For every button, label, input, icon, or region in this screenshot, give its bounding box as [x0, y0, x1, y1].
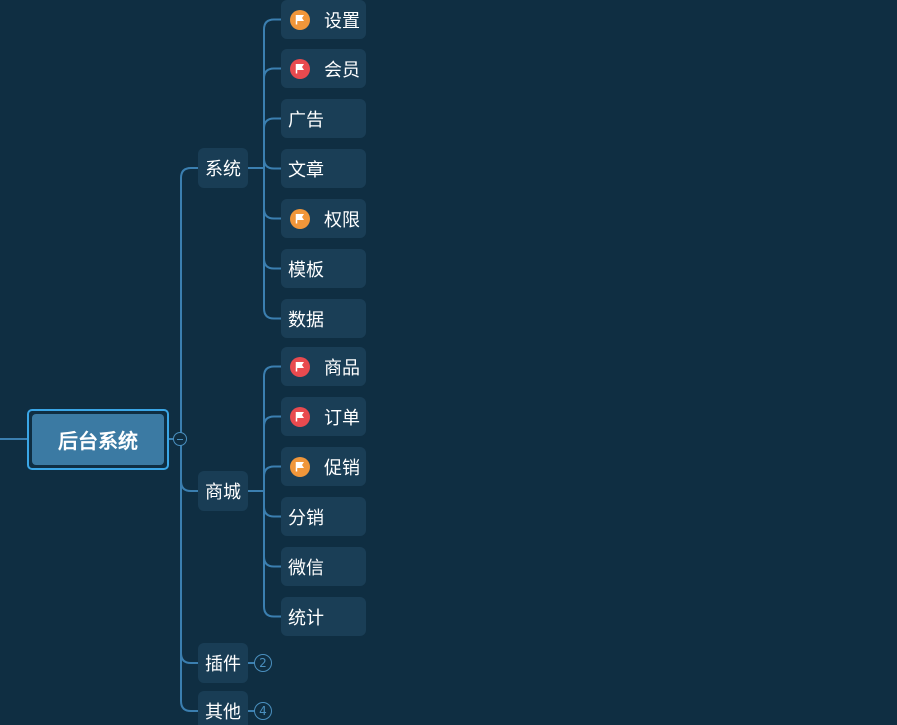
leaf-mall-0[interactable]: 商品 [281, 347, 366, 386]
branch-other[interactable]: 其他 [198, 691, 248, 725]
leaf-label: 模板 [288, 259, 324, 281]
leaf-system-2[interactable]: 广告 [281, 99, 366, 138]
branch-plugins[interactable]: 插件 [198, 643, 248, 683]
leaf-label: 分销 [288, 507, 324, 529]
leaf-label: 设置 [324, 10, 360, 32]
leaf-system-0[interactable]: 设置 [281, 0, 366, 39]
leaf-system-3[interactable]: 文章 [281, 149, 366, 188]
root-topic-label: 后台系统 [32, 414, 164, 465]
red-flag-icon [290, 58, 310, 79]
orange-flag-icon [290, 456, 310, 477]
leaf-label: 文章 [288, 159, 324, 181]
leaf-mall-2[interactable]: 促销 [281, 447, 366, 486]
orange-flag-icon [290, 9, 310, 30]
leaf-system-6[interactable]: 数据 [281, 299, 366, 338]
branch-system[interactable]: 系统 [198, 148, 248, 188]
leaf-label: 订单 [324, 407, 360, 429]
leaf-mall-1[interactable]: 订单 [281, 397, 366, 436]
root-topic[interactable]: 后台系统 [27, 409, 169, 470]
leaf-label: 会员 [324, 59, 360, 81]
leaf-system-1[interactable]: 会员 [281, 49, 366, 88]
red-flag-icon [290, 406, 310, 427]
branch-system-label: 系统 [205, 159, 241, 180]
leaf-label: 数据 [288, 309, 324, 331]
branch-other-label: 其他 [205, 702, 241, 723]
branch-plugins-label: 插件 [205, 654, 241, 675]
branch-mall-label: 商城 [205, 482, 241, 503]
plugins-collapsed-count-badge[interactable]: 2 [254, 654, 272, 672]
orange-flag-icon [290, 208, 310, 229]
leaf-system-5[interactable]: 模板 [281, 249, 366, 288]
leaf-label: 商品 [324, 357, 360, 379]
leaf-mall-3[interactable]: 分销 [281, 497, 366, 536]
leaf-label: 权限 [324, 209, 360, 231]
collapse-toggle-icon[interactable] [173, 432, 187, 446]
branch-mall[interactable]: 商城 [198, 471, 248, 511]
leaf-label: 微信 [288, 557, 324, 579]
leaf-label: 促销 [324, 457, 360, 479]
leaf-mall-4[interactable]: 微信 [281, 547, 366, 586]
other-collapsed-count-badge[interactable]: 4 [254, 702, 272, 720]
leaf-mall-5[interactable]: 统计 [281, 597, 366, 636]
leaf-label: 广告 [288, 109, 324, 131]
leaf-system-4[interactable]: 权限 [281, 199, 366, 238]
leaf-label: 统计 [288, 607, 324, 629]
red-flag-icon [290, 356, 310, 377]
